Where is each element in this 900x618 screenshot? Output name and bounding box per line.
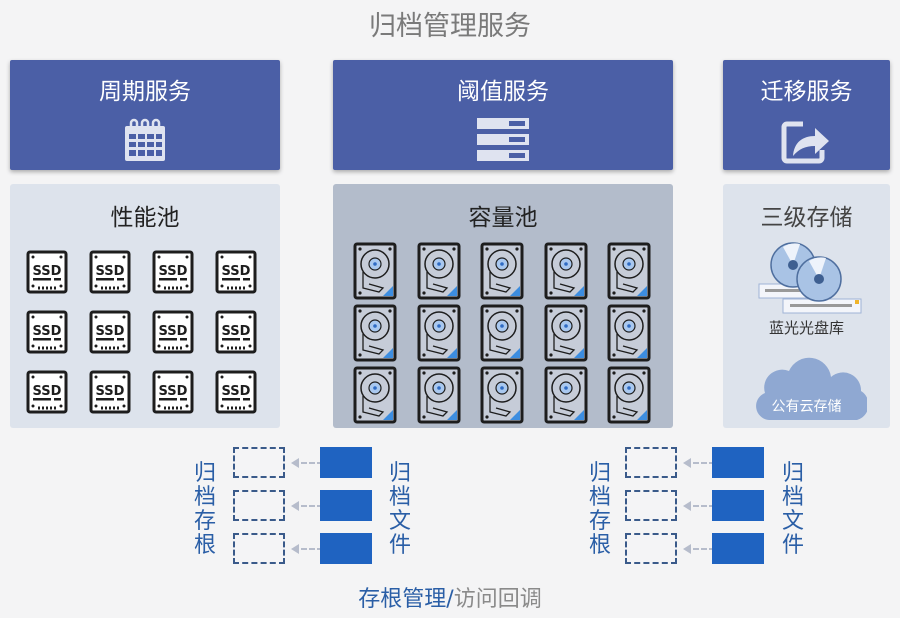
- hdd-icon: [480, 242, 524, 304]
- threshold-service-box: 阈值服务: [333, 60, 673, 170]
- calendar-icon: [125, 118, 165, 161]
- svg-text:SSD: SSD: [222, 384, 251, 399]
- hdd-icon: [353, 242, 397, 304]
- capacity-pool-label: 容量池: [468, 205, 538, 231]
- svg-text:SSD: SSD: [159, 384, 188, 399]
- hdd-icon: [607, 366, 651, 428]
- cloud-icon: [756, 346, 867, 420]
- periodic-service-label: 周期服务: [99, 79, 191, 105]
- bottom-caption: 存根管理/访问回调: [0, 581, 900, 613]
- arrow-icon: [683, 544, 715, 554]
- archive-file-box: [320, 490, 372, 521]
- bluray-disc-icon: [758, 242, 862, 314]
- arrow-icon: [683, 458, 715, 468]
- archive-file-box: [320, 533, 372, 564]
- arrow-icon: [683, 501, 715, 511]
- archive-stub-box: [625, 447, 677, 478]
- archive-stub-box: [233, 490, 285, 521]
- svg-text:SSD: SSD: [33, 264, 62, 279]
- archive-stub-label: 归档存根: [588, 461, 611, 558]
- archive-stub-box: [233, 447, 285, 478]
- arrow-icon: [291, 501, 323, 511]
- svg-text:SSD: SSD: [96, 384, 125, 399]
- hdd-icon: [417, 304, 461, 366]
- hdd-icon: [544, 366, 588, 428]
- threshold-service-label: 阈值服务: [457, 79, 549, 105]
- ssd-icon: SSD: [215, 250, 257, 298]
- ssd-icon: SSD: [152, 250, 194, 298]
- svg-text:SSD: SSD: [33, 384, 62, 399]
- capacity-pool: 容量池: [333, 184, 673, 428]
- public-cloud-label: 公有云存储: [771, 399, 842, 415]
- hdd-icon: [544, 304, 588, 366]
- svg-text:SSD: SSD: [159, 264, 188, 279]
- arrow-icon: [291, 544, 323, 554]
- archive-file-box: [712, 447, 764, 478]
- share-export-icon: [781, 121, 829, 164]
- svg-text:SSD: SSD: [96, 324, 125, 339]
- ssd-icon: SSD: [152, 310, 194, 358]
- archive-file-box: [712, 533, 764, 564]
- svg-text:SSD: SSD: [33, 324, 62, 339]
- ssd-icon: SSD: [89, 370, 131, 418]
- hdd-icon: [417, 366, 461, 428]
- migration-service-label: 迁移服务: [760, 79, 853, 105]
- ssd-icon: SSD: [26, 250, 68, 298]
- archive-stub-box: [233, 533, 285, 564]
- archive-stub-box: [625, 533, 677, 564]
- ssd-icon: SSD: [26, 310, 68, 358]
- hdd-icon: [417, 242, 461, 304]
- hdd-icon: [607, 304, 651, 366]
- periodic-service-box: 周期服务: [10, 60, 280, 170]
- svg-text:SSD: SSD: [222, 324, 251, 339]
- ssd-icon: SSD: [152, 370, 194, 418]
- bluray-library-label: 蓝光光盘库: [768, 319, 844, 337]
- svg-text:SSD: SSD: [96, 264, 125, 279]
- hdd-icon: [353, 366, 397, 428]
- access-callback-label: 访问回调: [453, 587, 542, 612]
- svg-text:SSD: SSD: [222, 264, 251, 279]
- performance-pool-label: 性能池: [110, 205, 180, 231]
- ssd-icon: SSD: [26, 370, 68, 418]
- ssd-icon: SSD: [89, 250, 131, 298]
- migration-service-box: 迁移服务: [723, 60, 890, 170]
- archive-file-label: 归档文件: [388, 461, 411, 558]
- tertiary-storage-pool: 三级存储 蓝光光盘库 公有云存储: [723, 184, 890, 428]
- hdd-icon: [353, 304, 397, 366]
- hdd-icon: [480, 304, 524, 366]
- archive-file-box: [712, 490, 764, 521]
- performance-pool: 性能池 SSD SSD SSD SSD SSD SSD SSD SSD SSD SSD SSD SSD: [10, 184, 280, 428]
- ssd-icon: SSD: [89, 310, 131, 358]
- archive-stub-label: 归档存根: [193, 461, 216, 558]
- hdd-icon: [544, 242, 588, 304]
- archive-stub-box: [625, 490, 677, 521]
- arrow-icon: [291, 458, 323, 468]
- hdd-icon: [480, 366, 524, 428]
- svg-text:SSD: SSD: [159, 324, 188, 339]
- archive-file-label: 归档文件: [781, 461, 804, 558]
- archive-file-box: [320, 447, 372, 478]
- tertiary-storage-label: 三级存储: [760, 205, 853, 231]
- diagram-title: 归档管理服务: [369, 11, 531, 42]
- server-stack-icon: [477, 118, 529, 161]
- stub-management-label: 存根管理/: [358, 587, 454, 612]
- hdd-icon: [607, 242, 651, 304]
- ssd-icon: SSD: [215, 310, 257, 358]
- ssd-icon: SSD: [215, 370, 257, 418]
